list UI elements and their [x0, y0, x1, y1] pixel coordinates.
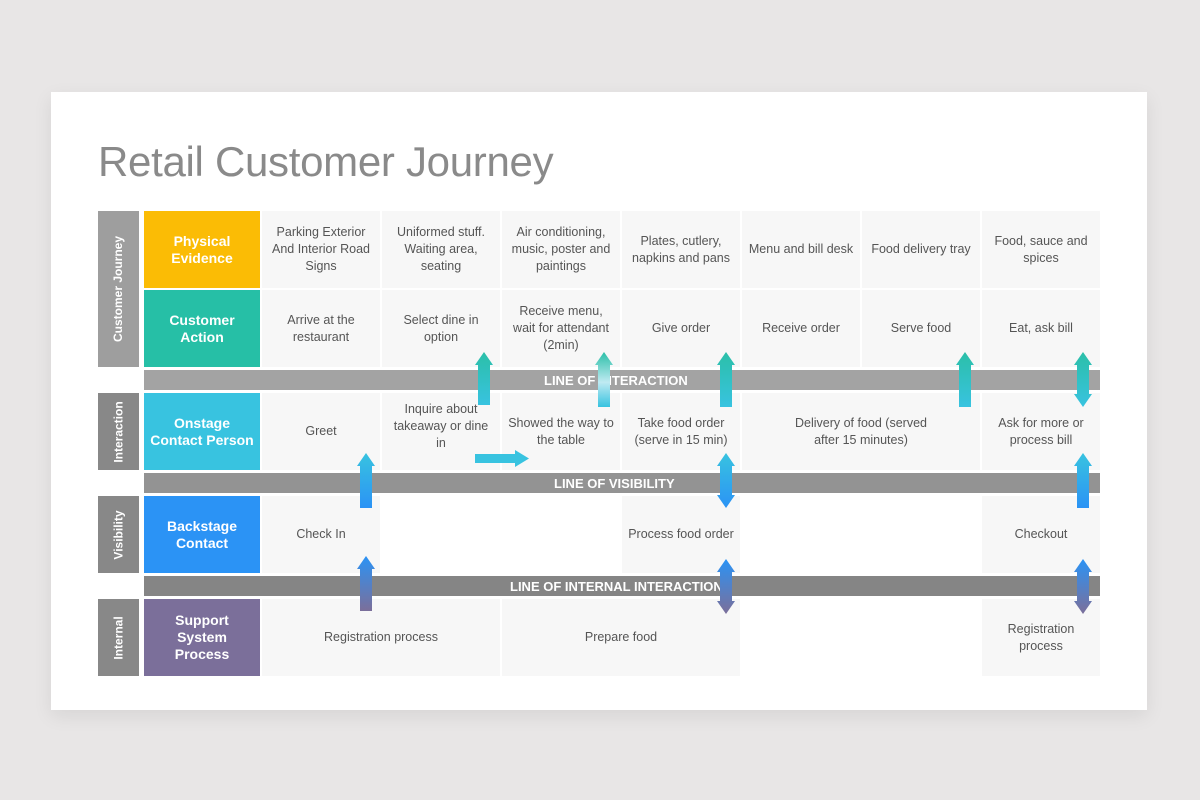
line-of-interaction: LINE OF INTERACTION — [144, 370, 1100, 390]
line-label: LINE OF VISIBILITY — [554, 475, 675, 491]
category-customer-action: Customer Action — [144, 290, 260, 367]
onstage-cell: Inquire about takeaway or dine in — [382, 393, 500, 470]
category-support-system-process: Support System Process — [144, 599, 260, 676]
onstage-cell: Take food order (serve in 15 min) — [622, 393, 740, 470]
customer-action-cell: Arrive at the restaurant — [262, 290, 380, 367]
onstage-cell: Showed the way to the table — [502, 393, 620, 470]
side-label-internal: Internal — [98, 599, 139, 676]
category-label: Support System Process — [174, 612, 230, 662]
line-of-visibility: LINE OF VISIBILITY — [144, 473, 1100, 493]
customer-action-cell: Give order — [622, 290, 740, 367]
line-label: LINE OF INTERNAL INTERACTION — [510, 578, 723, 594]
line-of-internal-interaction: LINE OF INTERNAL INTERACTION — [144, 576, 1100, 596]
side-label-text: Customer Journey — [111, 235, 126, 343]
page-title: Retail Customer Journey — [98, 138, 554, 185]
support-cell: Registration process — [982, 599, 1100, 676]
support-cell: Registration process — [262, 599, 500, 676]
side-label-interaction: Interaction — [98, 393, 139, 470]
onstage-cell: Greet — [262, 393, 380, 470]
side-label-customer-journey: Customer Journey — [98, 211, 139, 367]
customer-action-cell: Receive order — [742, 290, 860, 367]
line-label: LINE OF INTERACTION — [544, 372, 688, 388]
customer-action-cell: Select dine in option — [382, 290, 500, 367]
side-label-text: Visibility — [111, 509, 126, 560]
backstage-cell: Check In — [262, 496, 380, 573]
category-label: Customer Action — [169, 311, 235, 345]
onstage-cell: Ask for more or process bill — [982, 393, 1100, 470]
customer-action-cell: Receive menu, wait for attendant (2min) — [502, 290, 620, 367]
support-cell: Prepare food — [502, 599, 740, 676]
category-physical-evidence: Physical Evidence — [144, 211, 260, 288]
physical-evidence-cell: Parking Exterior And Interior Road Signs — [262, 211, 380, 288]
physical-evidence-cell: Plates, cutlery, napkins and pans — [622, 211, 740, 288]
customer-action-cell: Eat, ask bill — [982, 290, 1100, 367]
physical-evidence-cell: Food, sauce and spices — [982, 211, 1100, 288]
customer-action-cell: Serve food — [862, 290, 980, 367]
backstage-cell: Checkout — [982, 496, 1100, 573]
physical-evidence-cell: Uniformed stuff. Waiting area, seating — [382, 211, 500, 288]
side-label-text: Internal — [111, 615, 126, 660]
onstage-cell: Delivery of food (served after 15 minute… — [742, 393, 980, 470]
category-onstage-contact-person: Onstage Contact Person — [144, 393, 260, 470]
physical-evidence-cell: Air conditioning, music, poster and pain… — [502, 211, 620, 288]
category-label: Physical Evidence — [171, 232, 233, 266]
side-label-text: Interaction — [111, 400, 126, 463]
side-label-visibility: Visibility — [98, 496, 139, 573]
backstage-cell: Process food order — [622, 496, 740, 573]
physical-evidence-cell: Menu and bill desk — [742, 211, 860, 288]
physical-evidence-cell: Food delivery tray — [862, 211, 980, 288]
category-label: Backstage Contact — [166, 517, 238, 551]
category-backstage-contact: Backstage Contact — [144, 496, 260, 573]
category-label: Onstage Contact Person — [150, 414, 254, 448]
